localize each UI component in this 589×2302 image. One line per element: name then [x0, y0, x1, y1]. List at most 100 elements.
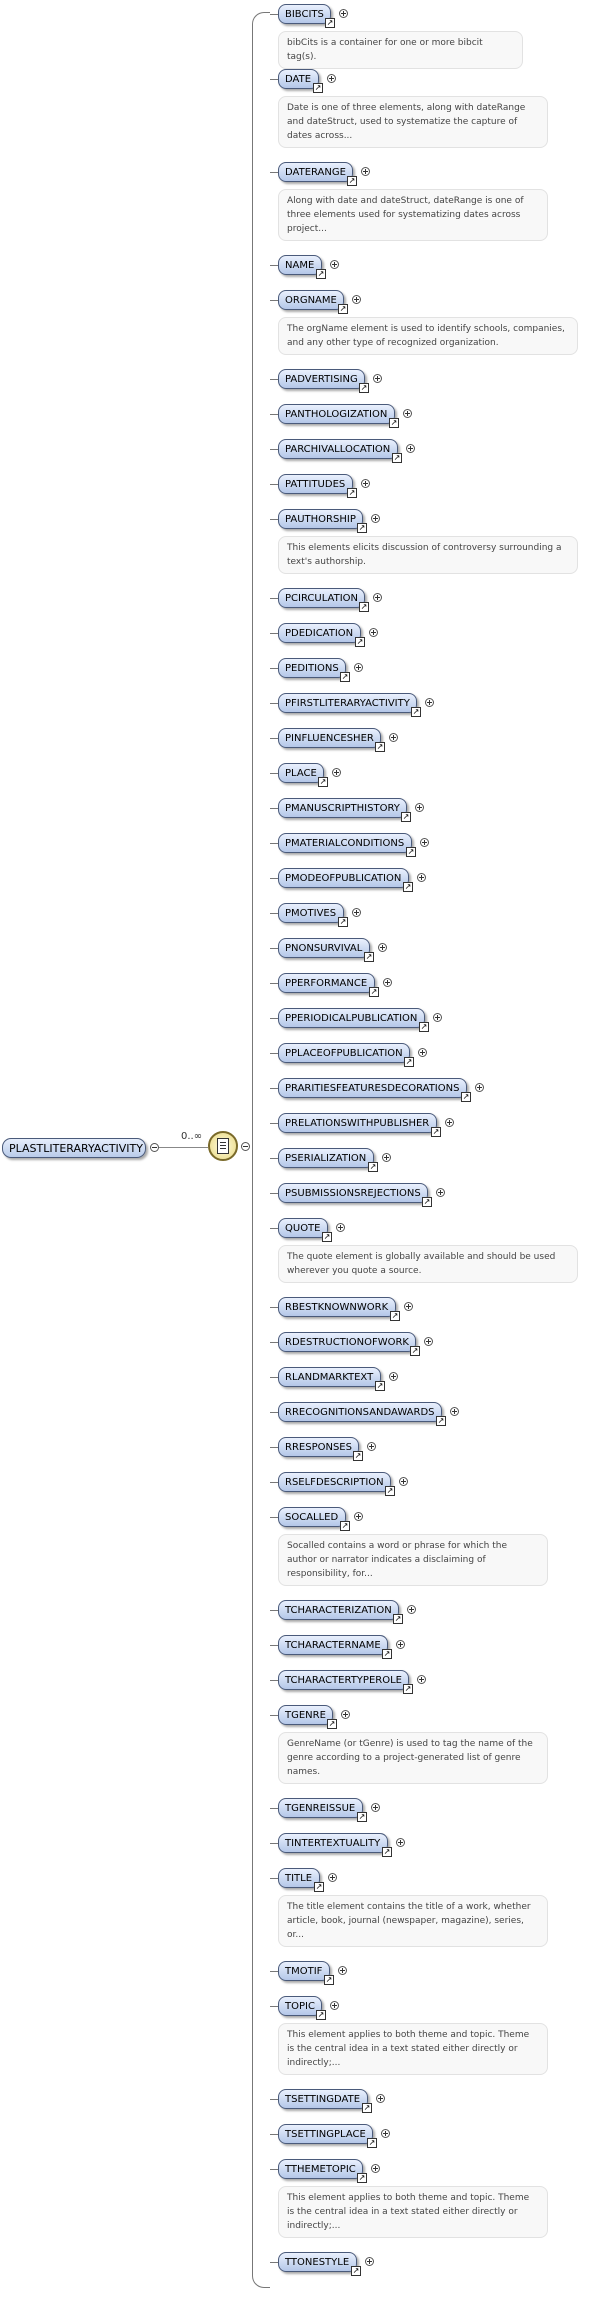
expand-icon[interactable] — [450, 1407, 459, 1416]
element-node[interactable]: PRARITIESFEATURESDECORATIONS↗ — [278, 1078, 471, 1102]
element-node[interactable]: TTHEMETOPIC↗ — [278, 2159, 367, 2183]
expand-icon[interactable] — [415, 803, 424, 812]
element-node[interactable]: SOCALLED↗ — [278, 1507, 350, 1531]
element-node[interactable]: PMODEOFPUBLICATION↗ — [278, 868, 413, 892]
expand-icon[interactable] — [330, 2001, 339, 2010]
expand-icon[interactable] — [352, 295, 361, 304]
expand-icon[interactable] — [406, 444, 415, 453]
expand-icon[interactable] — [376, 2094, 385, 2103]
element-node[interactable]: TGENRE↗ — [278, 1705, 337, 1729]
expand-icon[interactable] — [433, 1013, 442, 1022]
element-node[interactable]: TINTERTEXTUALITY↗ — [278, 1833, 392, 1857]
element-node[interactable]: PFIRSTLITERARYACTIVITY↗ — [278, 693, 421, 717]
element-node[interactable]: PLACE↗ — [278, 763, 328, 787]
root-collapse-icon[interactable] — [150, 1143, 159, 1152]
expand-icon[interactable] — [396, 1838, 405, 1847]
expand-icon[interactable] — [475, 1083, 484, 1092]
expand-icon[interactable] — [396, 1640, 405, 1649]
element-node[interactable]: PANTHOLOGIZATION↗ — [278, 404, 399, 428]
element-node[interactable]: PDEDICATION↗ — [278, 623, 365, 647]
element-node[interactable]: TCHARACTERNAME↗ — [278, 1635, 392, 1659]
element-node[interactable]: DATE↗ — [278, 69, 323, 93]
element-node[interactable]: PADVERTISING↗ — [278, 369, 369, 393]
expand-icon[interactable] — [328, 1873, 337, 1882]
element-node[interactable]: TCHARACTERTYPEROLE↗ — [278, 1670, 413, 1694]
element-node[interactable]: RLANDMARKTEXT↗ — [278, 1367, 385, 1391]
expand-icon[interactable] — [404, 1302, 413, 1311]
element-node[interactable]: PMANUSCRIPTHISTORY↗ — [278, 798, 411, 822]
element-node[interactable]: TGENREISSUE↗ — [278, 1798, 367, 1822]
element-node[interactable]: PINFLUENCESHER↗ — [278, 728, 385, 752]
element-node[interactable]: PPLACEOFPUBLICATION↗ — [278, 1043, 414, 1067]
element-node[interactable]: PEDITIONS↗ — [278, 658, 350, 682]
expand-icon[interactable] — [417, 1675, 426, 1684]
expand-icon[interactable] — [365, 2257, 374, 2266]
element-node[interactable]: TITLE↗ — [278, 1868, 324, 1892]
expand-icon[interactable] — [378, 943, 387, 952]
element-node[interactable]: TSETTINGDATE↗ — [278, 2089, 372, 2113]
element-node[interactable]: TTONESTYLE↗ — [278, 2252, 361, 2276]
expand-icon[interactable] — [371, 1803, 380, 1812]
expand-icon[interactable] — [339, 9, 348, 18]
element-node[interactable]: RBESTKNOWNWORK↗ — [278, 1297, 400, 1321]
expand-icon[interactable] — [352, 908, 361, 917]
expand-icon[interactable] — [445, 1118, 454, 1127]
element-node[interactable]: DATERANGE↗ — [278, 162, 357, 186]
expand-icon[interactable] — [332, 768, 341, 777]
expand-icon[interactable] — [436, 1188, 445, 1197]
element-node[interactable]: PATTITUDES↗ — [278, 474, 357, 498]
element-node[interactable]: BIBCITS↗ — [278, 4, 335, 28]
expand-icon[interactable] — [417, 873, 426, 882]
element-node[interactable]: PMATERIALCONDITIONS↗ — [278, 833, 416, 857]
element-node[interactable]: PPERIODICALPUBLICATION↗ — [278, 1008, 429, 1032]
element-node[interactable]: PRELATIONSWITHPUBLISHER↗ — [278, 1113, 441, 1137]
expand-icon[interactable] — [361, 479, 370, 488]
expand-icon[interactable] — [367, 1442, 376, 1451]
element-node[interactable]: PNONSURVIVAL↗ — [278, 938, 374, 962]
element-node[interactable]: TMOTIF↗ — [278, 1961, 334, 1985]
expand-icon[interactable] — [383, 978, 392, 987]
expand-icon[interactable] — [327, 74, 336, 83]
expand-icon[interactable] — [425, 698, 434, 707]
expand-icon[interactable] — [382, 1153, 391, 1162]
expand-icon[interactable] — [373, 374, 382, 383]
expand-icon[interactable] — [389, 1372, 398, 1381]
element-node[interactable]: RRESPONSES↗ — [278, 1437, 363, 1461]
sequence-compositor-icon[interactable] — [208, 1131, 238, 1161]
element-node[interactable]: PSERIALIZATION↗ — [278, 1148, 378, 1172]
expand-icon[interactable] — [389, 733, 398, 742]
expand-icon[interactable] — [407, 1605, 416, 1614]
root-element-node[interactable]: PLASTLITERARYACTIVITY — [2, 1138, 146, 1158]
sequence-collapse-icon[interactable] — [241, 1142, 250, 1151]
element-node[interactable]: PMOTIVES↗ — [278, 903, 348, 927]
expand-icon[interactable] — [361, 167, 370, 176]
element-node[interactable]: RSELFDESCRIPTION↗ — [278, 1472, 395, 1496]
expand-icon[interactable] — [420, 838, 429, 847]
element-node[interactable]: NAME↗ — [278, 255, 326, 279]
expand-icon[interactable] — [341, 1710, 350, 1719]
element-node[interactable]: PPERFORMANCE↗ — [278, 973, 379, 997]
expand-icon[interactable] — [418, 1048, 427, 1057]
element-node[interactable]: TSETTINGPLACE↗ — [278, 2124, 377, 2148]
expand-icon[interactable] — [373, 593, 382, 602]
element-node[interactable]: RDESTRUCTIONOFWORK↗ — [278, 1332, 420, 1356]
expand-icon[interactable] — [354, 663, 363, 672]
expand-icon[interactable] — [371, 2164, 380, 2173]
element-node[interactable]: RRECOGNITIONSANDAWARDS↗ — [278, 1402, 446, 1426]
element-node[interactable]: TCHARACTERIZATION↗ — [278, 1600, 403, 1624]
element-node[interactable]: TOPIC↗ — [278, 1996, 326, 2020]
expand-icon[interactable] — [403, 409, 412, 418]
expand-icon[interactable] — [399, 1477, 408, 1486]
expand-icon[interactable] — [338, 1966, 347, 1975]
expand-icon[interactable] — [381, 2129, 390, 2138]
expand-icon[interactable] — [369, 628, 378, 637]
expand-icon[interactable] — [330, 260, 339, 269]
element-node[interactable]: PSUBMISSIONSREJECTIONS↗ — [278, 1183, 432, 1207]
element-node[interactable]: PARCHIVALLOCATION↗ — [278, 439, 402, 463]
element-node[interactable]: ORGNAME↗ — [278, 290, 348, 314]
element-node[interactable]: QUOTE↗ — [278, 1218, 332, 1242]
element-node[interactable]: PCIRCULATION↗ — [278, 588, 369, 612]
expand-icon[interactable] — [336, 1223, 345, 1232]
expand-icon[interactable] — [371, 514, 380, 523]
element-node[interactable]: PAUTHORSHIP↗ — [278, 509, 367, 533]
